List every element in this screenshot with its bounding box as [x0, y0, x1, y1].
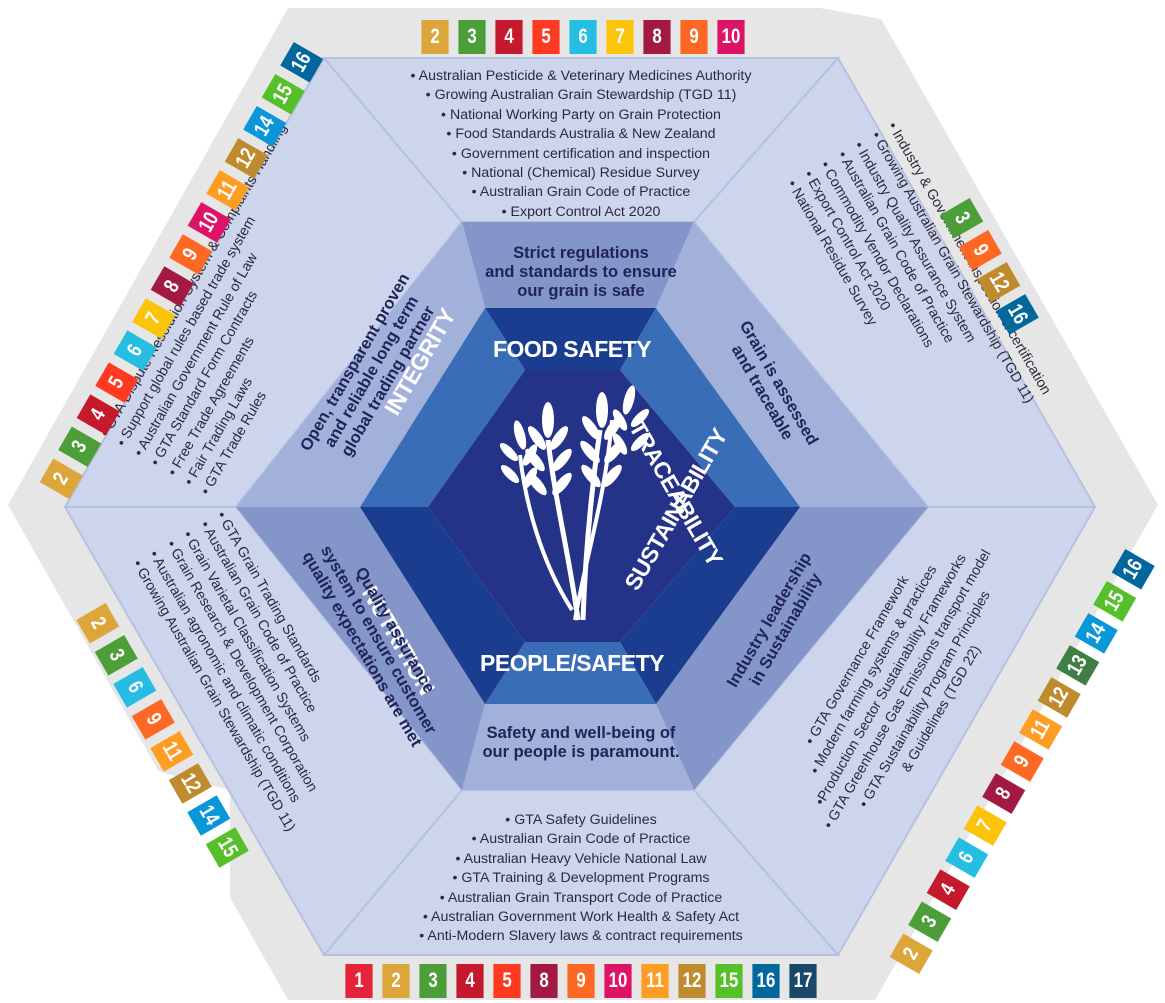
- food-safety-items: • Australian Pesticide & Veterinary Medi…: [411, 67, 752, 222]
- middle-segment-traceability: [656, 222, 928, 507]
- middle-segment-sustainability: [656, 507, 928, 790]
- statement-line: Strict regulations: [513, 244, 649, 262]
- sdg-goal-tile: 9: [680, 20, 708, 54]
- list-item: • National (Chemical) Residue Survey: [462, 165, 700, 182]
- sdg-goal-tile: 5: [493, 964, 521, 998]
- list-item: • Food Standards Australia & New Zealand: [446, 126, 716, 143]
- list-item: • National Working Party on Grain Protec…: [441, 106, 721, 123]
- food-safety-statement: Strict regulations and standards to ensu…: [485, 244, 677, 301]
- food-safety-label: FOOD SAFETY: [492, 336, 652, 362]
- list-item: • GTA Training & Development Programs: [452, 870, 710, 887]
- list-item: • Growing Australian Grain Stewardship (…: [425, 87, 737, 104]
- sdg-goal-tile: 8: [643, 20, 671, 54]
- sdg-goal-tile: 9: [567, 964, 595, 998]
- inner-segment-sustainability: [620, 507, 800, 704]
- sdg-goal-tile: 2: [382, 964, 410, 998]
- list-item: • Government certification and inspectio…: [451, 145, 711, 162]
- sdg-goal-tile: 4: [456, 964, 484, 998]
- outer-ring: [63, 56, 1097, 957]
- sdg-goal-tile: 10: [717, 20, 745, 54]
- middle-segment-nutrition: [236, 507, 485, 790]
- list-item: • Australian Grain Transport Code of Pra…: [439, 889, 723, 906]
- sdg-goal-tile: 8: [530, 964, 558, 998]
- sdg-goal-tile: 6: [569, 20, 597, 54]
- inner-segment-integrity: [360, 308, 525, 507]
- middle-segment-people-safety: [462, 704, 694, 790]
- statement-line: our grain is safe: [517, 282, 645, 300]
- people-safety-statement: Safety and well-being of our people is p…: [482, 724, 679, 762]
- sdg-goal-tile: 16: [752, 964, 780, 998]
- people-safety-label: PEOPLE/SAFETY: [480, 650, 664, 676]
- inner-segment-traceability: [620, 308, 800, 507]
- sdg-goal-tile: 1: [345, 964, 373, 998]
- sdg-goal-tile: 12: [678, 964, 706, 998]
- inner-segment-nutrition: [360, 507, 525, 704]
- list-item: • Anti-Modern Slavery laws & contract re…: [419, 928, 743, 945]
- center-hexagon: [428, 370, 735, 642]
- list-item: • Australian Grain Code of Practice: [471, 831, 691, 848]
- list-item: • Export Control Act 2020: [501, 203, 661, 220]
- statement-line: our people is paramount.: [482, 743, 680, 761]
- list-item: • Australian Pesticide & Veterinary Medi…: [410, 68, 752, 84]
- list-item: • GTA Safety Guidelines: [505, 812, 657, 828]
- sdg-goal-tile: 10: [604, 964, 632, 998]
- inner-segment-food-safety: [485, 308, 656, 370]
- list-item: • Australian Government Work Health & Sa…: [422, 909, 740, 926]
- sdg-goal-tile: 7: [606, 20, 634, 54]
- decor-swoosh-bottom: [0, 700, 230, 1003]
- statement-line: Safety and well-being of: [486, 724, 676, 742]
- sdg-goal-tile: 17: [789, 964, 817, 998]
- statement-line: and standards to ensure: [485, 263, 677, 281]
- people-safety-items: • GTA Safety Guidelines • Australian Gra…: [419, 811, 743, 947]
- sdg-goal-tile: 5: [532, 20, 560, 54]
- list-item: • Australian Heavy Vehicle National Law: [455, 850, 707, 867]
- sdg-goal-tile: 4: [495, 20, 523, 54]
- middle-segment-integrity: [236, 222, 485, 507]
- sdg-goal-tile: 2: [421, 20, 449, 54]
- wheat-icon: [499, 385, 650, 621]
- list-item: • Australian Grain Code of Practice: [471, 184, 691, 201]
- sdg-goal-tile: 11: [641, 964, 669, 998]
- middle-segment-food-safety: [462, 222, 694, 308]
- inner-segment-people-safety: [485, 642, 656, 704]
- inner-ring: [360, 308, 800, 704]
- middle-ring: [236, 222, 928, 790]
- sdg-goal-tile: 15: [715, 964, 743, 998]
- decor-swoosh-top: [770, 0, 1165, 112]
- sdg-goal-tile: 3: [419, 964, 447, 998]
- sdg-goal-tile: 3: [458, 20, 486, 54]
